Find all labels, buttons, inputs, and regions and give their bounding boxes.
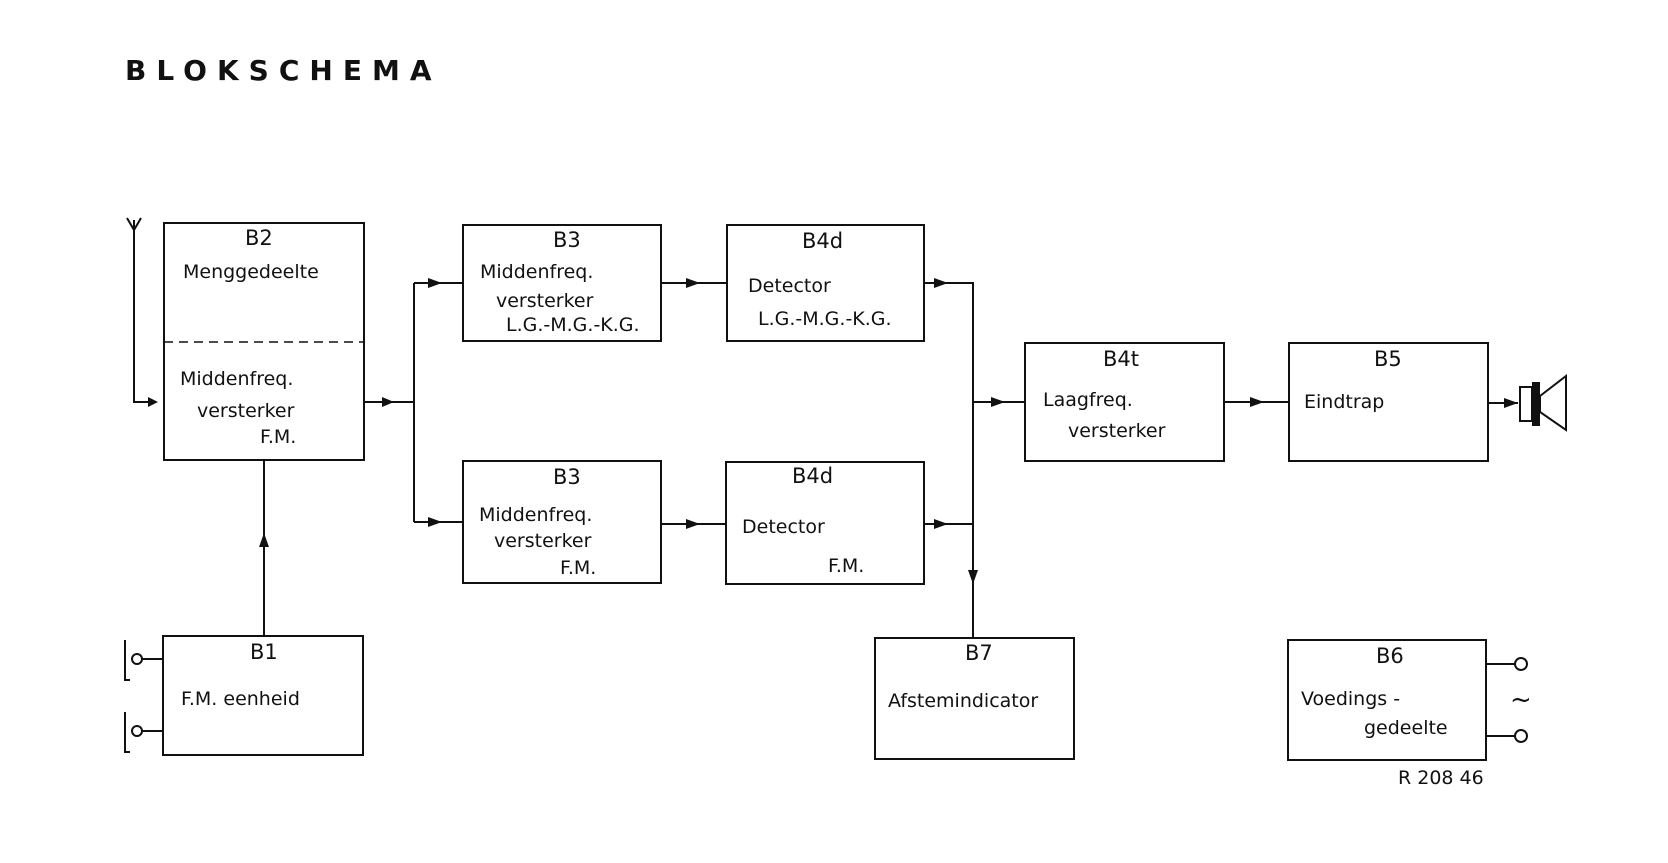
block-b3-bottom: B3 Middenfreq. versterker F.M. xyxy=(462,460,662,584)
block-b4d-top-line-2: L.G.-M.G.-K.G. xyxy=(758,308,892,330)
block-b5: B5 Eindtrap xyxy=(1288,342,1489,462)
block-b2-id: B2 xyxy=(245,226,273,250)
block-b4d-bottom-id: B4d xyxy=(792,464,833,488)
block-b3-bottom-line-3: F.M. xyxy=(560,557,596,579)
block-b3-top-line-1: Middenfreq. xyxy=(480,261,593,283)
block-b2: B2 Menggedeelte Middenfreq. versterker F… xyxy=(163,222,365,461)
block-b2-label: Menggedeelte xyxy=(183,261,319,283)
connector-b5-speaker xyxy=(1488,398,1518,408)
block-b4d-bottom-line-1: Detector xyxy=(742,516,825,538)
block-b4t-id: B4t xyxy=(1103,347,1139,371)
block-b1-id: B1 xyxy=(250,640,278,664)
block-b1: B1 F.M. eenheid xyxy=(162,635,364,756)
block-b2-line-3: F.M. xyxy=(260,426,296,448)
connector-b3-top-b4d-top xyxy=(661,278,726,288)
connector-b3-bottom-b4d-bottom xyxy=(661,519,726,529)
block-b4d-top-line-1: Detector xyxy=(748,275,831,297)
block-b5-id: B5 xyxy=(1374,347,1402,371)
diagram-heading: BLOKSCHEMA xyxy=(125,54,442,87)
block-b4d-top: B4d Detector L.G.-M.G.-K.G. xyxy=(726,224,925,342)
block-b6-line-2: gedeelte xyxy=(1364,717,1448,739)
block-b6: B6 Voedings - gedeelte xyxy=(1287,639,1487,761)
terminal-icon xyxy=(124,640,163,753)
block-b4t-line-2: versterker xyxy=(1068,420,1166,442)
block-b7-line-1: Afstemindicator xyxy=(888,690,1038,712)
connector-b4t-b5 xyxy=(1224,397,1288,407)
block-b5-line-1: Eindtrap xyxy=(1304,391,1384,413)
connector-detectors-bus xyxy=(924,278,1024,640)
loudspeaker-icon xyxy=(1519,373,1567,432)
block-b3-bottom-line-2: versterker xyxy=(494,530,592,552)
block-b7-id: B7 xyxy=(965,641,993,665)
block-b3-top: B3 Middenfreq. versterker L.G.-M.G.-K.G. xyxy=(462,224,662,342)
connector-b1-b2 xyxy=(259,460,269,636)
block-b3-top-line-3: L.G.-M.G.-K.G. xyxy=(506,314,640,336)
block-b4d-top-id: B4d xyxy=(802,229,843,253)
antenna-icon xyxy=(126,217,158,407)
drawing-number: R 208 46 xyxy=(1398,767,1484,789)
block-b4t: B4t Laagfreq. versterker xyxy=(1024,342,1225,462)
block-b2-line-2: versterker xyxy=(197,400,295,422)
block-b3-top-id: B3 xyxy=(553,228,581,252)
ac-symbol: ~ xyxy=(1510,685,1532,715)
block-b3-bottom-id: B3 xyxy=(553,465,581,489)
terminal-icon xyxy=(1486,657,1528,743)
block-b4t-line-1: Laagfreq. xyxy=(1043,389,1133,411)
block-b7: B7 Afstemindicator xyxy=(874,637,1075,760)
block-b2-line-1: Middenfreq. xyxy=(180,368,293,390)
connector-b2-split xyxy=(364,278,462,527)
block-b4d-bottom: B4d Detector F.M. xyxy=(725,461,925,585)
block-b6-line-1: Voedings - xyxy=(1301,688,1400,710)
block-b6-id: B6 xyxy=(1376,644,1404,668)
block-b3-bottom-line-1: Middenfreq. xyxy=(479,504,592,526)
block-b3-top-line-2: versterker xyxy=(496,290,594,312)
block-b1-line-1: F.M. eenheid xyxy=(181,688,300,710)
block-b4d-bottom-line-2: F.M. xyxy=(828,555,864,577)
